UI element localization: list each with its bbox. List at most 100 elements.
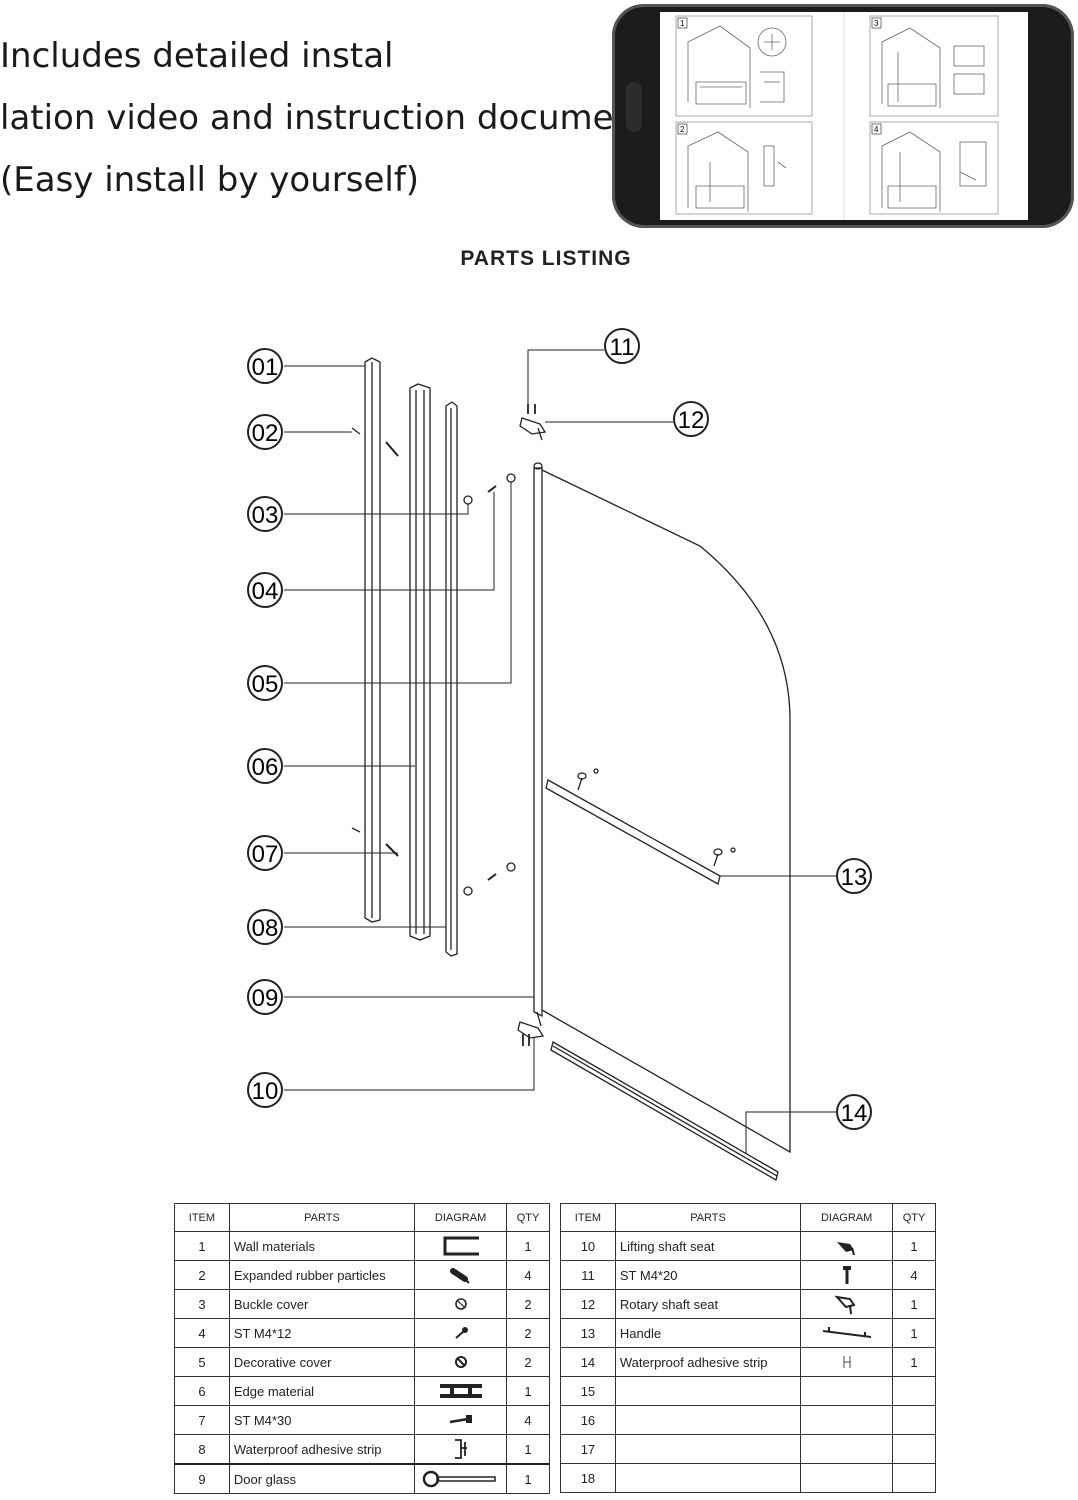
exploded-diagram: 01 02 03 04 05 06 07 08 09 10 11 12 13 1… bbox=[247, 328, 872, 1181]
header-qty: QTY bbox=[506, 1203, 550, 1232]
part-name: Edge material bbox=[228, 1376, 416, 1406]
rotary-seat-icon bbox=[800, 1289, 894, 1319]
item-number: 15 bbox=[560, 1376, 616, 1406]
intro-text: Includes detailed instal lation video an… bbox=[0, 30, 648, 216]
header-diagram: DIAGRAM bbox=[414, 1203, 508, 1232]
item-number: 12 bbox=[560, 1289, 616, 1319]
item-number: 5 bbox=[174, 1347, 230, 1377]
empty-diagram-cell bbox=[800, 1376, 894, 1406]
quantity: 2 bbox=[506, 1289, 550, 1319]
part-name: Waterproof adhesive strip bbox=[228, 1434, 416, 1465]
callout-label: 13 bbox=[841, 864, 868, 891]
header-parts: PARTS bbox=[228, 1203, 416, 1232]
part-name: Wall materials bbox=[228, 1231, 416, 1261]
parts-listing-title: PARTS LISTING bbox=[460, 247, 632, 270]
quantity bbox=[892, 1376, 936, 1406]
callout: 05 bbox=[247, 665, 283, 701]
table-row: 11 ST M4*20 4 bbox=[560, 1260, 936, 1290]
part-name: Handle bbox=[614, 1318, 802, 1348]
instruction-steps-illustration: 1 2 3 4 bbox=[675, 12, 999, 220]
header-item: ITEM bbox=[174, 1203, 230, 1232]
empty-diagram-cell bbox=[800, 1463, 894, 1493]
item-number: 7 bbox=[174, 1405, 230, 1435]
door-glass-pane bbox=[541, 469, 791, 1154]
callout: 08 bbox=[247, 909, 283, 945]
callout-label: 06 bbox=[252, 754, 279, 781]
wall-channel-icon bbox=[414, 1231, 508, 1261]
callout: 01 bbox=[247, 348, 283, 384]
lifting-seat-icon bbox=[800, 1231, 894, 1261]
seal-strip-icon bbox=[414, 1434, 508, 1465]
part-name: Lifting shaft seat bbox=[614, 1231, 802, 1261]
table-header: ITEM PARTS DIAGRAM QTY bbox=[560, 1203, 936, 1232]
item-number: 3 bbox=[174, 1289, 230, 1319]
callout: 02 bbox=[247, 414, 283, 450]
table-row: 14 Waterproof adhesive strip 1 bbox=[560, 1347, 936, 1377]
callout-label: 11 bbox=[610, 334, 635, 361]
table-row: 12 Rotary shaft seat 1 bbox=[560, 1289, 936, 1319]
step-number: 2 bbox=[680, 125, 685, 134]
item-number: 8 bbox=[174, 1434, 230, 1465]
callout-label: 04 bbox=[252, 578, 279, 605]
part-name: Waterproof adhesive strip bbox=[614, 1347, 802, 1377]
decorative-cover-icon bbox=[414, 1347, 508, 1377]
part-name: Rotary shaft seat bbox=[614, 1289, 802, 1319]
quantity: 1 bbox=[506, 1434, 550, 1465]
callout-label: 01 bbox=[252, 354, 279, 381]
callout: 12 bbox=[673, 401, 709, 437]
part-name: ST M4*20 bbox=[614, 1260, 802, 1290]
part-name: ST M4*30 bbox=[228, 1405, 416, 1435]
parts-table-left: ITEM PARTS DIAGRAM QTY 1 Wall materials … bbox=[174, 1203, 550, 1494]
handle-bar bbox=[545, 779, 721, 885]
callout-label: 08 bbox=[252, 915, 279, 942]
callout-label: 07 bbox=[252, 841, 279, 868]
part-name: Buckle cover bbox=[228, 1289, 416, 1319]
callout: 11 bbox=[604, 328, 640, 364]
table-row: 5 Decorative cover 2 bbox=[174, 1347, 550, 1377]
quantity: 2 bbox=[506, 1318, 550, 1348]
quantity: 4 bbox=[892, 1260, 936, 1290]
item-number: 2 bbox=[174, 1260, 230, 1290]
wall-channel bbox=[364, 357, 381, 923]
callout-label: 10 bbox=[252, 1078, 279, 1105]
item-number: 1 bbox=[174, 1231, 230, 1261]
quantity: 1 bbox=[506, 1463, 550, 1494]
part-name bbox=[614, 1376, 802, 1406]
item-number: 17 bbox=[560, 1434, 616, 1464]
table-row: 13 Handle 1 bbox=[560, 1318, 936, 1348]
door-glass-icon bbox=[414, 1463, 508, 1494]
intro-line: Includes detailed instal bbox=[0, 36, 394, 76]
callout-label: 03 bbox=[252, 502, 279, 529]
quantity: 1 bbox=[506, 1231, 550, 1261]
table-row: 10 Lifting shaft seat 1 bbox=[560, 1231, 936, 1261]
header-parts: PARTS bbox=[614, 1203, 802, 1232]
callout: 06 bbox=[247, 748, 283, 784]
step-number: 1 bbox=[680, 19, 685, 28]
item-number: 4 bbox=[174, 1318, 230, 1348]
phone-mockup: 1 2 3 4 bbox=[612, 4, 1074, 228]
buckle-cover-icon bbox=[414, 1289, 508, 1319]
header-qty: QTY bbox=[892, 1203, 936, 1232]
table-row: 9 Door glass 1 bbox=[174, 1463, 550, 1494]
part-name: Expanded rubber particles bbox=[228, 1260, 416, 1290]
table-row: 15 bbox=[560, 1376, 936, 1406]
step-number: 4 bbox=[874, 125, 879, 134]
item-number: 14 bbox=[560, 1347, 616, 1377]
quantity bbox=[892, 1405, 936, 1435]
table-header: ITEM PARTS DIAGRAM QTY bbox=[174, 1203, 550, 1232]
callout: 04 bbox=[247, 572, 283, 608]
callout-label: 09 bbox=[252, 985, 279, 1012]
quantity: 1 bbox=[892, 1231, 936, 1261]
rubber-anchor-icon bbox=[414, 1260, 508, 1290]
callout: 09 bbox=[247, 979, 283, 1015]
quantity: 1 bbox=[506, 1376, 550, 1406]
handle-icon bbox=[800, 1318, 894, 1348]
part-name bbox=[614, 1405, 802, 1435]
parts-table-right: ITEM PARTS DIAGRAM QTY 10 Lifting shaft … bbox=[560, 1203, 936, 1493]
quantity: 1 bbox=[892, 1318, 936, 1348]
empty-diagram-cell bbox=[800, 1434, 894, 1464]
callout-label: 02 bbox=[252, 420, 279, 447]
seal-strip bbox=[445, 401, 458, 957]
quantity: 4 bbox=[506, 1260, 550, 1290]
table-row: 7 ST M4*30 4 bbox=[174, 1405, 550, 1435]
